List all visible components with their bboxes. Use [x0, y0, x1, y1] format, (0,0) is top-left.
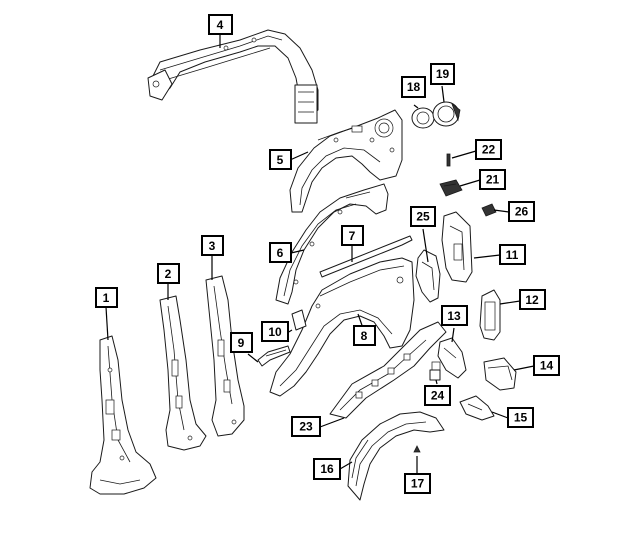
part-10-bracket: [291, 309, 307, 331]
svg-text:13: 13: [447, 309, 461, 323]
callout-24: 24: [424, 385, 451, 406]
part-21-clip: [439, 179, 463, 197]
callout-17: 17: [404, 473, 431, 494]
part-13-bracket: [431, 337, 467, 379]
callout-9: 9: [230, 332, 253, 353]
callout-19: 19: [430, 63, 455, 85]
callout-22: 22: [475, 139, 502, 160]
svg-text:2: 2: [165, 267, 172, 281]
part-11-d-pillar-bracket: [441, 211, 473, 283]
part-6-inner-wheelhouse: [275, 183, 389, 305]
callout-7: 7: [341, 225, 364, 246]
part-24-plug: [429, 369, 441, 381]
callout-18-label: 18: [407, 80, 421, 94]
svg-text:5: 5: [277, 153, 284, 167]
callout-25-label: 25: [416, 210, 430, 224]
svg-text:6: 6: [277, 246, 284, 260]
callout-8: 8: [353, 325, 376, 346]
callout-26: 26: [508, 201, 535, 222]
part-14-tray: [483, 357, 517, 391]
callout-26-label: 26: [515, 205, 529, 219]
callout-6: 6: [269, 242, 292, 263]
callout-25: 25: [410, 206, 436, 227]
callout-19-label: 19: [436, 67, 450, 81]
callout-23-label: 23: [299, 420, 313, 434]
svg-text:7: 7: [349, 229, 356, 243]
part-18-fuel-housing: [411, 107, 435, 129]
part-2-b-pillar: [159, 295, 207, 451]
part-4-roof-rail: [147, 29, 319, 124]
callout-17-label: 17: [411, 477, 425, 491]
callout-21-label: 21: [486, 173, 500, 187]
part-15-bracket: [459, 395, 495, 421]
svg-text:12: 12: [525, 293, 539, 307]
svg-text:10: 10: [268, 325, 282, 339]
svg-text:11: 11: [506, 248, 519, 262]
part-17-push-pin: [413, 445, 421, 453]
callout-13: 13: [441, 305, 468, 326]
part-26-clip: [481, 203, 497, 217]
callout-4: 4: [208, 14, 233, 35]
callout-15: 15: [507, 407, 534, 428]
callout-10: 10: [261, 321, 289, 342]
callout-2: 2: [157, 263, 180, 284]
part-9-striker: [257, 345, 291, 367]
part-3-c-pillar: [205, 275, 245, 437]
svg-text:3: 3: [209, 239, 216, 253]
callout-5: 5: [269, 149, 292, 170]
callout-11: 11: [499, 244, 526, 265]
callout-18: 18: [401, 76, 426, 98]
svg-text:9: 9: [238, 336, 245, 350]
part-22-fastener: [446, 153, 451, 167]
callout-21: 21: [479, 169, 506, 190]
part-7-trim-strip: [319, 235, 413, 278]
callout-1: 1: [95, 287, 118, 308]
part-1-a-pillar: [89, 335, 157, 495]
part-23-side-rail: [329, 321, 447, 419]
callout-16-label: 16: [320, 462, 334, 476]
callout-12: 12: [519, 289, 546, 310]
callout-22-label: 22: [482, 143, 496, 157]
callout-14: 14: [533, 355, 560, 376]
part-16-wheelhouse-liner: [347, 411, 445, 501]
callout-15-label: 15: [514, 411, 528, 425]
svg-text:8: 8: [361, 329, 368, 343]
callout-23: 23: [291, 416, 321, 437]
callout-14-label: 14: [540, 359, 554, 373]
part-12-lamp-housing: [479, 289, 501, 341]
part-8-outer-quarter: [269, 257, 415, 397]
svg-text:1: 1: [103, 291, 110, 305]
part-19-fuel-door: [432, 101, 461, 127]
callout-16: 16: [313, 458, 341, 480]
callout-24-label: 24: [431, 389, 445, 403]
part-5-inner-quarter-upper: [289, 109, 403, 213]
callout-3: 3: [201, 235, 224, 256]
part-25-lamp-pocket: [415, 249, 441, 303]
svg-text:4: 4: [217, 18, 224, 32]
